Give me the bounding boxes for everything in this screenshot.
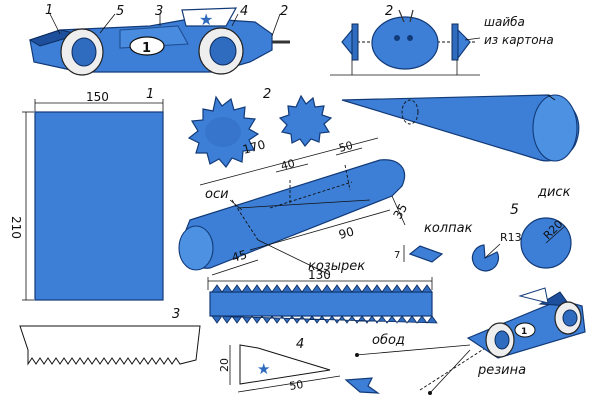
car-side-view: ★ 1 1 5 3 4 2 (28, 3, 290, 76)
rubber-label: резина (477, 363, 526, 378)
rim-label: обод (372, 333, 405, 348)
car-front-view: 2 шайба из картона (330, 4, 554, 76)
washer-label: из картона (484, 33, 554, 47)
panel-5-wheel-parts: 5 диск колпак 7 R13 R20 (394, 185, 572, 272)
panel-1-number: 1 (146, 87, 154, 102)
dim-90: 90 (337, 224, 355, 241)
front-wheel-left (60, 28, 104, 76)
panel-2-number: 2 (263, 87, 271, 102)
sheet-height-dim: 210 (9, 216, 23, 239)
star-icon: ★ (199, 10, 213, 29)
fin-star-icon: ★ (257, 360, 270, 378)
panel-2-washers: 2 (187, 87, 333, 168)
washer-label-line1: шайба (484, 15, 525, 29)
car-badge-number: 1 (142, 41, 151, 56)
panel-4-fin: 4 20 ★ 50 (218, 337, 381, 394)
cap-size-dim: 7 (394, 250, 400, 261)
sheet-width-dim: 150 (86, 90, 109, 104)
star-washer-small (278, 94, 333, 147)
r13-dim: R13 (500, 231, 522, 244)
visor-label: козырек (308, 259, 365, 274)
disk-label: диск (537, 185, 571, 200)
panel-3-strip: 3 (19, 307, 201, 366)
fin-height-dim: 20 (218, 358, 231, 372)
car-label-4: 4 (240, 4, 248, 19)
strip-length-dim: 130 (308, 268, 331, 282)
rim-strip: 130 (207, 268, 438, 324)
cap-label: колпак (424, 221, 473, 236)
body-length-dim: 170 (241, 137, 267, 156)
panel-5-number: 5 (510, 202, 519, 218)
axles-label: оси (205, 187, 229, 202)
rear-wheel-left (198, 27, 244, 75)
panel-1-sheet: 1 150 210 (9, 87, 164, 301)
rolled-cone (341, 94, 580, 162)
car-label-2: 2 (280, 4, 288, 19)
front-view-number: 2 (385, 4, 393, 19)
dim-45: 45 (230, 247, 248, 264)
car-label-5: 5 (116, 4, 124, 19)
car-label-3: 3 (155, 4, 163, 19)
dim-35: 35 (390, 201, 410, 221)
panel-3-number: 3 (172, 307, 180, 322)
dim-40: 40 (279, 157, 296, 173)
car-rubber-band-view: 1 обод резина (355, 287, 586, 395)
fin-length-dim: 50 (288, 378, 304, 393)
small-car-badge: 1 (521, 327, 527, 337)
panel-4-number: 4 (296, 337, 304, 352)
car-label-1: 1 (45, 3, 53, 18)
dim-50: 50 (337, 139, 354, 155)
car-body-template: 170 40 50 оси козырек 90 45 35 (178, 137, 410, 276)
